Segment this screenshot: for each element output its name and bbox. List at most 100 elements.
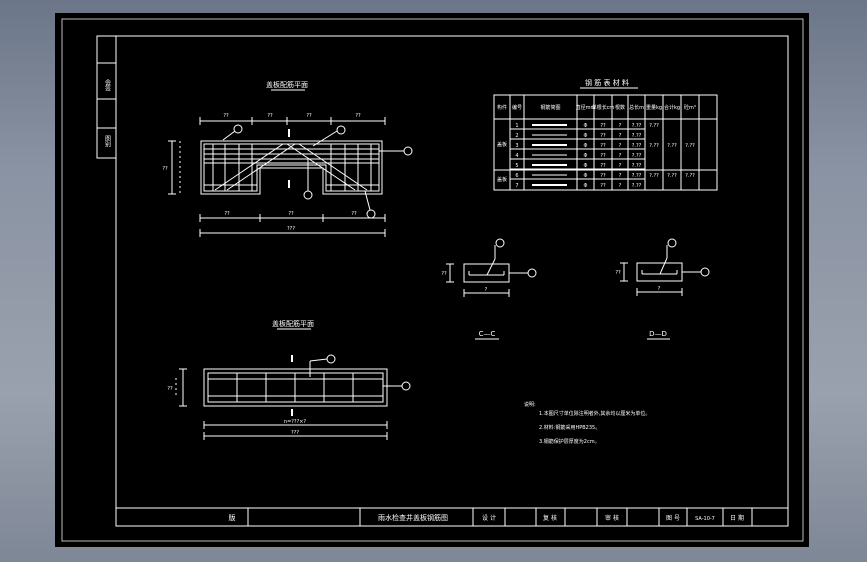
table-group-1: 盖板	[497, 141, 507, 148]
table-cell: ??	[600, 143, 606, 149]
table-cell: ?	[619, 133, 622, 139]
plan1-dim-top-1: ??	[223, 113, 229, 119]
plan1-dim-top-4: ??	[355, 113, 361, 119]
table-cell: ?	[619, 153, 622, 159]
table-cell: 1	[515, 123, 518, 129]
note-3: 3.钢筋保护层厚度为2cm。	[539, 438, 600, 445]
table-header-cell: 砼m³	[684, 104, 696, 111]
table-cell: ?.??	[632, 173, 642, 179]
table-group-2: 盖板	[497, 176, 507, 183]
plan1-dim-left: ??	[162, 166, 168, 172]
note-2: 2.材料:钢筋采用HPB235。	[539, 424, 600, 431]
table-cell: ?	[619, 173, 622, 179]
design-label: 设 计	[482, 514, 496, 522]
table-header-cell: 编号	[512, 104, 522, 111]
plan1-dim-bottom-3: ??	[351, 211, 357, 217]
drawing-no-label: 图 号	[666, 515, 680, 522]
table-title: 钢 筋 表 材 料	[585, 78, 629, 87]
table-cell: ??	[600, 173, 606, 179]
table-cell: ??	[600, 123, 606, 129]
table-header-cell: 构件	[497, 104, 507, 111]
table-cell: 2	[515, 133, 518, 139]
table-cell: Φ	[584, 133, 588, 139]
section-cc-dim-h: ??	[441, 271, 447, 277]
table-cell: ?.??	[649, 173, 659, 179]
section-dd-dim-h: ??	[615, 270, 621, 276]
plan-view-1: 盖板配筋平面 ?? ?? ?? ??	[162, 80, 413, 237]
table-cell: ?.??	[649, 143, 659, 149]
table-cell: Φ	[584, 143, 588, 149]
table-cell: ??	[600, 133, 606, 139]
table-cell: ?.??	[685, 173, 695, 179]
table-cell: 7	[515, 183, 518, 189]
table-header-cell: 重量kg	[646, 104, 662, 111]
table-cell: ?.??	[632, 133, 642, 139]
plan2-dim-total: ???	[291, 430, 299, 436]
side-strip-bottom-text: 图别	[104, 135, 111, 148]
plan2-dim-inner: n=???×?	[284, 419, 307, 425]
side-strip-top-text: 会签	[104, 78, 111, 91]
plan1-dim-top-3: ??	[306, 113, 312, 119]
section-dd-dim-w: ?	[658, 286, 661, 292]
section-cc-label: C—C	[479, 330, 496, 338]
table-cell: ?	[619, 123, 622, 129]
table-cell: ?	[619, 143, 622, 149]
date-label: 日 期	[730, 514, 744, 522]
table-cell: Φ	[584, 153, 588, 159]
notes-heading: 说明:	[524, 401, 536, 408]
title-block: 版 雨水检查井盖板钢筋图 设 计 复 核 审 核 图 号 SA-10-7 日 期	[115, 507, 789, 527]
cad-drawing-sheet[interactable]: 会签 图别 版 雨水检查井盖板钢筋图 设 计 复 核 审 核 图 号 SA-10…	[55, 13, 809, 547]
outer-frame	[61, 18, 804, 542]
table-header-cell: 单根长cm	[592, 104, 615, 111]
title-label-a: 版	[229, 513, 236, 522]
table-cell: ??	[600, 153, 606, 159]
table-cell: ?.??	[632, 163, 642, 169]
table-cell: Φ	[584, 123, 588, 129]
plan1-dim-bottom-1: ??	[224, 211, 230, 217]
review-label: 复 核	[543, 514, 557, 522]
table-header-cell: 总长m	[629, 104, 644, 111]
table-cell: ?.??	[649, 123, 659, 129]
table-cell: ??	[600, 183, 606, 189]
section-cc-dim-w: ?	[485, 287, 488, 293]
table-cell: 5	[515, 163, 518, 169]
note-1: 1.本图尺寸单位除注明者外,其余均以厘米为单位。	[539, 410, 650, 417]
table-header-cell: 根数	[615, 104, 625, 111]
table-cell: ?.??	[667, 143, 677, 149]
plan1-dim-bottom-2: ??	[288, 211, 294, 217]
drawing-name: 雨水检查井盖板钢筋图	[378, 513, 448, 522]
section-cc: ?? ? C—C	[441, 238, 537, 340]
table-header-cell: 合计kg	[664, 104, 680, 111]
table-cell: Φ	[584, 183, 588, 189]
table-cell: 3	[515, 143, 518, 149]
plan1-title: 盖板配筋平面	[266, 80, 308, 89]
check-label: 审 核	[605, 514, 619, 522]
drawing-no-value: SA-10-7	[695, 516, 715, 522]
drawing-canvas[interactable]: 会签 图别 版 雨水检查井盖板钢筋图 设 计 复 核 审 核 图 号 SA-10…	[55, 13, 809, 547]
plan1-dim-total: ???	[287, 226, 295, 232]
side-strip: 会签 图别	[96, 35, 117, 159]
table-cell: 6	[515, 173, 518, 179]
table-cell: 4	[515, 153, 518, 159]
table-cell: Φ	[584, 173, 588, 179]
section-dd: ?? ? D—D	[615, 238, 710, 340]
table-cell: ?.??	[667, 173, 677, 179]
section-dd-label: D—D	[649, 330, 667, 338]
table-cell: ??	[600, 163, 606, 169]
table-header-cell: 钢筋简图	[540, 104, 560, 111]
table-header-cell: 直径mm	[576, 104, 596, 111]
plan-view-2: 盖板配筋平面 ?? n=???×? ???	[167, 319, 411, 440]
table-cell: ?.??	[685, 143, 695, 149]
table-cell: ?.??	[632, 143, 642, 149]
table-cell: ?.??	[632, 153, 642, 159]
plan1-dim-top-2: ??	[267, 113, 273, 119]
table-cell: ?.??	[632, 183, 642, 189]
table-cell: ?.??	[632, 123, 642, 129]
plan2-title: 盖板配筋平面	[272, 319, 314, 328]
table-cell: ?	[619, 183, 622, 189]
table-cell: Φ	[584, 163, 588, 169]
table-cell: ?	[619, 163, 622, 169]
notes: 说明: 1.本图尺寸单位除注明者外,其余均以厘米为单位。 2.材料:钢筋采用HP…	[524, 401, 650, 445]
plan2-dim-left: ??	[167, 386, 173, 392]
